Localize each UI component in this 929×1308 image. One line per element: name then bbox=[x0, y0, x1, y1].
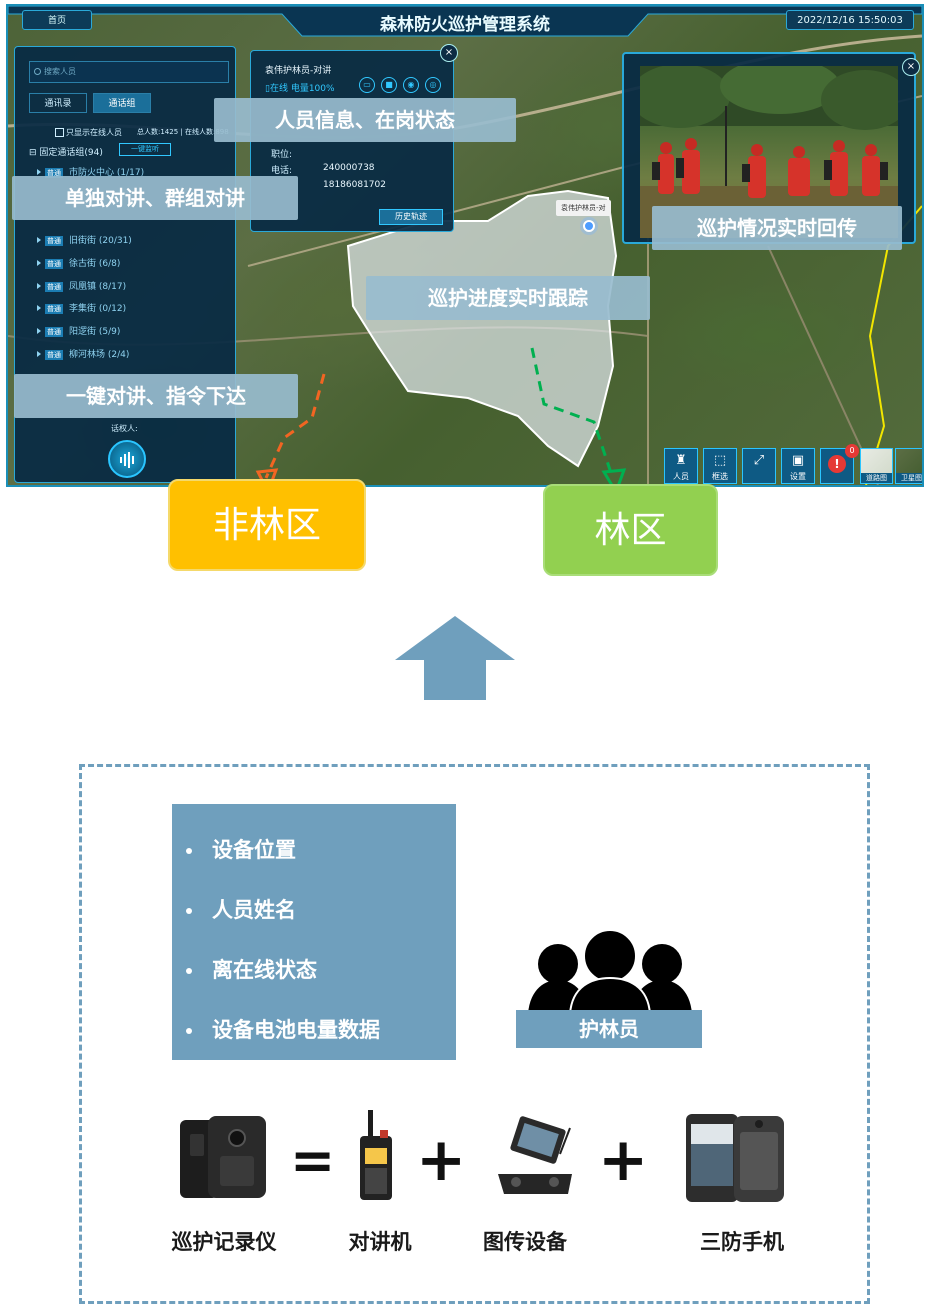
satellite-map-toggle[interactable]: 卫星图 bbox=[895, 448, 922, 484]
alert-icon: ! bbox=[821, 455, 853, 475]
push-to-talk-button[interactable] bbox=[108, 440, 146, 478]
callout-command: 一键对讲、指令下达 bbox=[14, 374, 298, 418]
close-icon[interactable]: × bbox=[902, 58, 920, 76]
device-diagram-frame bbox=[79, 764, 870, 1304]
callout-personnel-info: 人员信息、在岗状态 bbox=[214, 98, 516, 142]
expand-icon bbox=[37, 328, 41, 334]
callout-video: 巡护情况实时回传 bbox=[652, 206, 902, 250]
search-icon bbox=[34, 68, 41, 75]
alert-count-badge: 0 bbox=[845, 444, 859, 458]
non-forest-arrow bbox=[264, 373, 326, 479]
video-call-icon[interactable]: ■ bbox=[381, 77, 397, 93]
map-tooltip: 袁伟护林员-对 bbox=[556, 200, 611, 216]
patrol-recorder-icon bbox=[180, 1116, 266, 1198]
map-road bbox=[767, 245, 879, 485]
box-select-icon: ⬚ bbox=[713, 453, 727, 468]
expand-icon bbox=[37, 260, 41, 266]
online-only-label: 只显示在线人员 bbox=[66, 128, 122, 137]
non-forest-zone: 非林区 bbox=[168, 479, 366, 571]
member-totals: 总人数:1425 | 在线人数:898 bbox=[137, 128, 229, 136]
home-tab[interactable]: 首页 bbox=[22, 10, 92, 30]
mobile-value: 18186081702 bbox=[323, 180, 386, 190]
toolbar-personnel-button[interactable]: ♜人员 bbox=[664, 448, 698, 484]
checkbox-icon bbox=[55, 128, 64, 137]
search-placeholder: 搜索人员 bbox=[44, 67, 76, 76]
device-label-recorder: 巡护记录仪 bbox=[171, 1230, 277, 1254]
toolbar-box-select-button[interactable]: ⬚框选 bbox=[703, 448, 737, 484]
monitor-all-button[interactable]: 一键监听 bbox=[119, 143, 171, 156]
attribute-item: 人员姓名 bbox=[186, 894, 296, 924]
drone-controller-icon bbox=[498, 1116, 572, 1194]
forest-zone: 林区 bbox=[543, 484, 718, 576]
expand-icon bbox=[37, 283, 41, 289]
toolbar-settings-button[interactable]: ▣设置 bbox=[781, 448, 815, 484]
walkie-talkie-icon bbox=[360, 1110, 392, 1200]
forest-arrowhead bbox=[601, 468, 627, 485]
search-input[interactable]: 搜索人员 bbox=[29, 61, 229, 83]
person-icon: ♜ bbox=[675, 453, 687, 468]
bullet-icon bbox=[186, 1028, 192, 1034]
history-track-button[interactable]: 历史轨迹 bbox=[379, 209, 443, 225]
tab-talk-groups[interactable]: 通话组 bbox=[93, 93, 151, 113]
group-item[interactable]: 普通阳逻街 (5/9) bbox=[37, 324, 120, 338]
ranger-online-status: ▯在线 电量100% bbox=[265, 84, 335, 94]
road-map-toggle[interactable]: 道路图 bbox=[860, 448, 893, 484]
title-bar: 首页 森林防火巡护管理系统 2022/12/16 15:50:03 bbox=[8, 6, 922, 40]
callout-progress: 巡护进度实时跟踪 bbox=[366, 276, 650, 320]
expand-icon bbox=[37, 169, 41, 175]
forest-arrow bbox=[530, 347, 614, 477]
group-item[interactable]: 普通李集街 (0/12) bbox=[37, 301, 126, 315]
data-attributes-box: 设备位置 人员姓名 离在线状态 设备电池电量数据 bbox=[172, 804, 456, 1060]
ranger-label: 护林员 bbox=[516, 1010, 702, 1048]
fixed-group-header[interactable]: ⊟ 固定通话组(94) bbox=[29, 148, 103, 158]
bullet-icon bbox=[186, 968, 192, 974]
attribute-item: 离在线状态 bbox=[186, 954, 317, 984]
microphone-wave-icon bbox=[120, 452, 134, 468]
settings-icon: ▣ bbox=[791, 453, 805, 468]
up-arrow bbox=[395, 616, 515, 700]
expand-icon bbox=[37, 305, 41, 311]
phone-label: 电话: bbox=[271, 166, 293, 176]
speaker-label: 话权人: bbox=[111, 424, 138, 433]
online-only-checkbox[interactable]: 只显示在线人员 bbox=[55, 127, 122, 138]
attribute-item: 设备位置 bbox=[186, 834, 296, 864]
close-icon[interactable]: × bbox=[440, 44, 458, 62]
broadcast-icon[interactable]: ◉ bbox=[403, 77, 419, 93]
expand-icon bbox=[37, 351, 41, 357]
equals-operator: = bbox=[290, 1129, 336, 1192]
plus-operator: + bbox=[416, 1125, 467, 1195]
locate-icon[interactable]: ◎ bbox=[425, 77, 441, 93]
plus-operator: + bbox=[598, 1125, 649, 1195]
device-label-radio: 对讲机 bbox=[348, 1230, 412, 1254]
fullscreen-icon: ⤢ bbox=[753, 453, 765, 468]
callout-talk: 单独对讲、群组对讲 bbox=[12, 176, 298, 220]
datetime-display: 2022/12/16 15:50:03 bbox=[786, 10, 914, 30]
rugged-phone-icon bbox=[686, 1114, 784, 1202]
ranger-info-title: 袁伟护林员-对讲 bbox=[265, 66, 332, 76]
bullet-icon bbox=[186, 908, 192, 914]
toolbar-fullscreen-button[interactable]: ⤢ bbox=[742, 448, 776, 484]
group-item[interactable]: 普通徐古街 (6/8) bbox=[37, 256, 120, 270]
device-label-rugged-phone: 三防手机 bbox=[700, 1230, 784, 1254]
map-toolbar: ♜人员 ⬚框选 ⤢ ▣设置 ! 0 道路图 卫星图 bbox=[664, 444, 922, 485]
phone-value: 240000738 bbox=[323, 163, 375, 173]
app-screenshot: 首页 森林防火巡护管理系统 2022/12/16 15:50:03 搜索人员 通… bbox=[6, 4, 924, 487]
app-title: 森林防火巡护管理系统 bbox=[380, 15, 550, 35]
position-label: 职位: bbox=[271, 150, 293, 160]
tab-contacts[interactable]: 通讯录 bbox=[29, 93, 87, 113]
group-item[interactable]: 普通市防火中心 (1/17) bbox=[37, 165, 144, 179]
expand-icon bbox=[37, 237, 41, 243]
title-bar-frame bbox=[8, 6, 922, 37]
message-icon[interactable]: ▭ bbox=[359, 77, 375, 93]
group-item[interactable]: 普通柳河林场 (2/4) bbox=[37, 347, 129, 361]
group-item[interactable]: 普通旧街街 (20/31) bbox=[37, 233, 132, 247]
attribute-item: 设备电池电量数据 bbox=[186, 1014, 380, 1044]
bullet-icon bbox=[186, 848, 192, 854]
rangers-group-icon bbox=[528, 929, 692, 1014]
group-item[interactable]: 普通凤凰镇 (8/17) bbox=[37, 279, 126, 293]
ranger-location-marker[interactable] bbox=[583, 220, 595, 232]
device-label-video-transmitter: 图传设备 bbox=[483, 1230, 567, 1254]
patrol-area-polygon[interactable] bbox=[346, 189, 618, 468]
